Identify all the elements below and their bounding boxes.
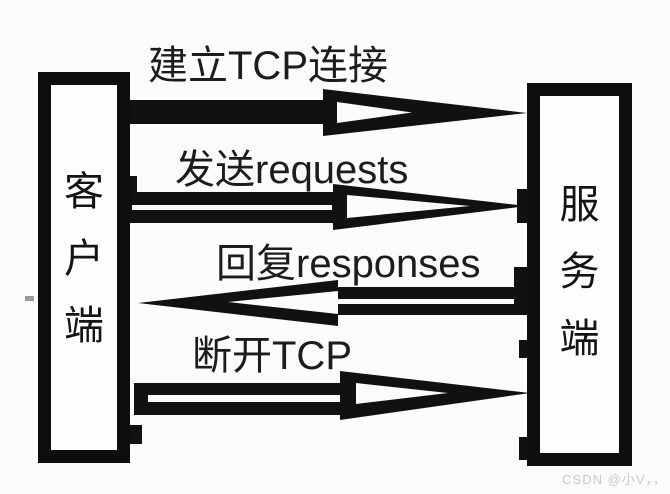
arrow-send-requests xyxy=(126,184,527,230)
server-box: 服务端 xyxy=(527,83,632,466)
server-box-label: 服务端 xyxy=(559,183,600,361)
arrow-close-tcp xyxy=(134,371,530,420)
client-box: 客户端 xyxy=(38,72,130,463)
csdn-watermark: CSDN @小V，， xyxy=(562,472,667,487)
arrow-label-establish-tcp: 建立TCP连接 xyxy=(148,44,388,88)
arrow-reply-responses xyxy=(138,280,527,326)
arrow-label-reply-responses: 回复responses xyxy=(216,242,481,286)
client-box-label: 客户端 xyxy=(64,170,104,348)
arrow-label-send-requests: 发送requests xyxy=(175,148,409,192)
arrow-establish-tcp xyxy=(126,89,527,136)
connector-stubs xyxy=(25,176,528,460)
arrow-label-close-tcp: 断开TCP xyxy=(192,334,352,378)
